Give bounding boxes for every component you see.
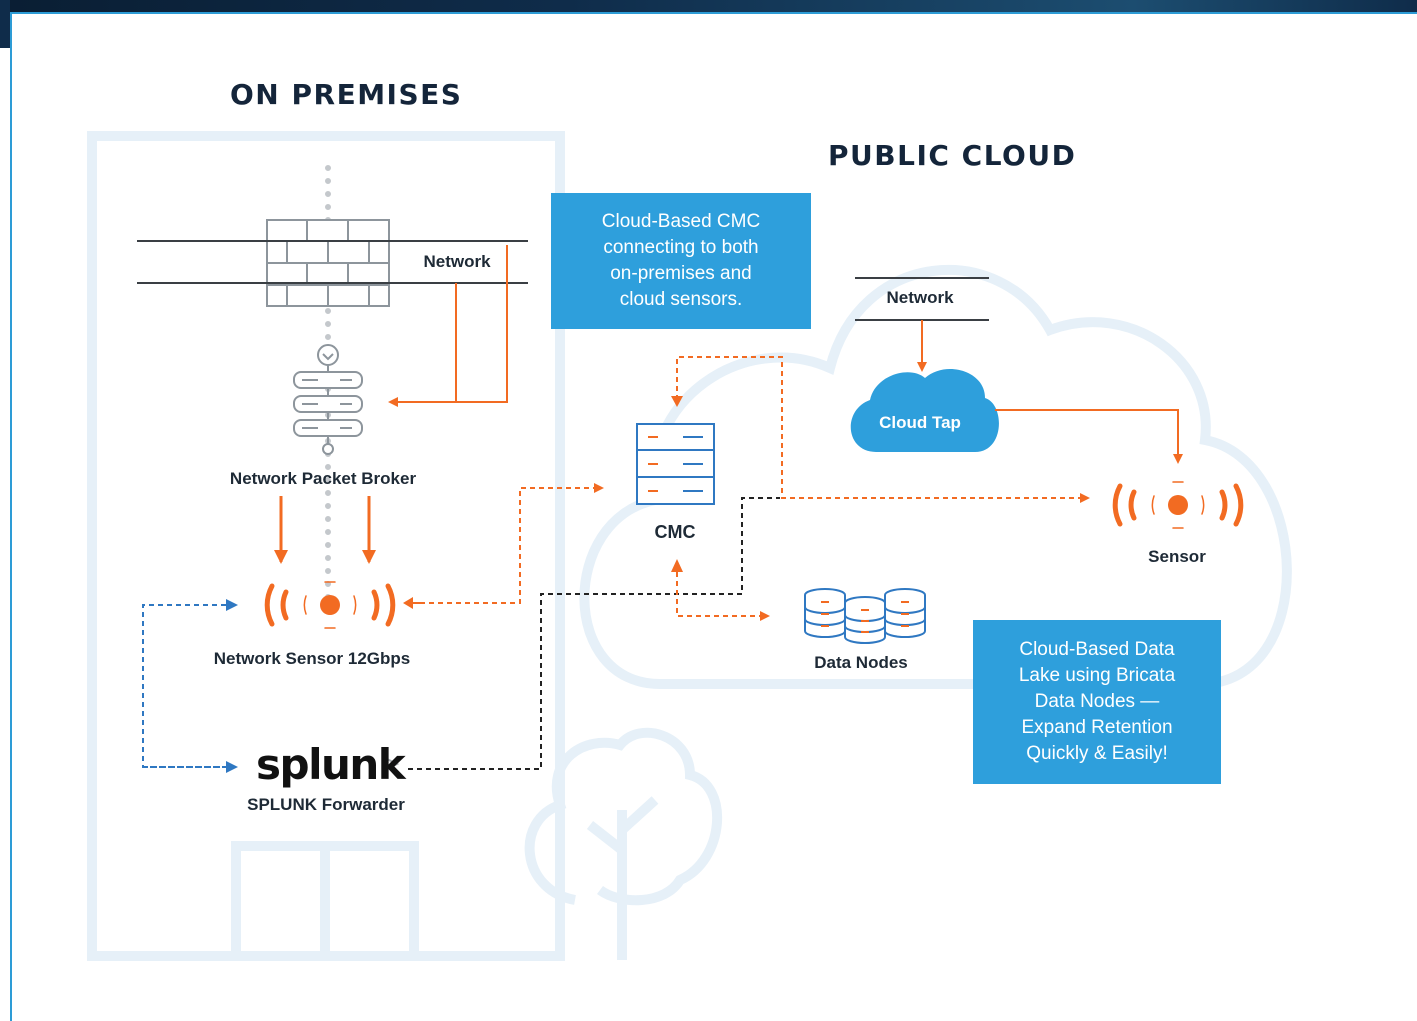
network-cloud-label: Network bbox=[886, 288, 954, 307]
sensor-label: Sensor bbox=[1148, 547, 1206, 566]
callout-line: Expand Retention bbox=[1021, 717, 1173, 738]
cloudtap-to-sensor-arrow bbox=[995, 409, 1183, 464]
splunk-forwarder-label: SPLUNK Forwarder bbox=[247, 795, 405, 814]
tree-outline bbox=[524, 727, 723, 960]
cloud-outline-bg bbox=[579, 264, 1292, 689]
cmc-label: CMC bbox=[654, 522, 696, 542]
heading-on-premises: ON PREMISES bbox=[230, 78, 463, 111]
callout-line: cloud sensors. bbox=[619, 289, 743, 310]
cloud-tap-icon bbox=[850, 368, 999, 452]
network-lines bbox=[137, 240, 528, 284]
cmc-callout: Cloud-Based CMC connecting to both on-pr… bbox=[551, 193, 811, 329]
cmc-server-icon bbox=[636, 423, 715, 505]
corner-block bbox=[0, 0, 10, 48]
network-to-broker-arrows bbox=[388, 245, 508, 407]
firewall-icon bbox=[266, 219, 390, 307]
data-lake-callout: Cloud-Based Data Lake using Bricata Data… bbox=[973, 620, 1221, 784]
splunk-chevron-icon bbox=[382, 756, 400, 772]
sensor-to-cmc-link bbox=[420, 483, 604, 604]
broker-to-sensor-arrows bbox=[274, 496, 376, 564]
cloud-sensor-icon bbox=[1112, 481, 1244, 529]
top-bar bbox=[0, 0, 1417, 12]
callout-line: Lake using Bricata bbox=[1018, 665, 1176, 686]
frame-top-line bbox=[10, 12, 1417, 14]
callout-line: Cloud-Based Data bbox=[1019, 639, 1175, 660]
sensor-splunk-link bbox=[142, 599, 238, 773]
building-outline bbox=[87, 131, 565, 961]
callout-line: connecting to both bbox=[603, 237, 759, 258]
frame-left-line bbox=[10, 12, 12, 1021]
splunk-logo: splunk bbox=[256, 740, 406, 789]
callout-line: on-premises and bbox=[610, 263, 752, 284]
data-nodes-label: Data Nodes bbox=[814, 653, 908, 672]
callout-line: Quickly & Easily! bbox=[1026, 743, 1168, 764]
packet-broker-icon bbox=[293, 344, 363, 455]
network-sensor-icon bbox=[264, 581, 396, 629]
cloud-tap-label: Cloud Tap bbox=[879, 413, 961, 432]
network-sensor-label: Network Sensor 12Gbps bbox=[213, 649, 411, 668]
callout-line: Data Nodes — bbox=[1034, 691, 1160, 712]
heading-public-cloud: PUBLIC CLOUD bbox=[828, 139, 1077, 172]
network-onprem-label: Network bbox=[423, 252, 491, 271]
packet-broker-label: Network Packet Broker bbox=[229, 469, 417, 488]
splunk-to-cloud-link bbox=[408, 497, 780, 770]
callout-line: Cloud-Based CMC bbox=[601, 211, 761, 232]
data-nodes-icon bbox=[804, 588, 926, 644]
cmc-to-cloud-sensor-link bbox=[676, 356, 1090, 503]
